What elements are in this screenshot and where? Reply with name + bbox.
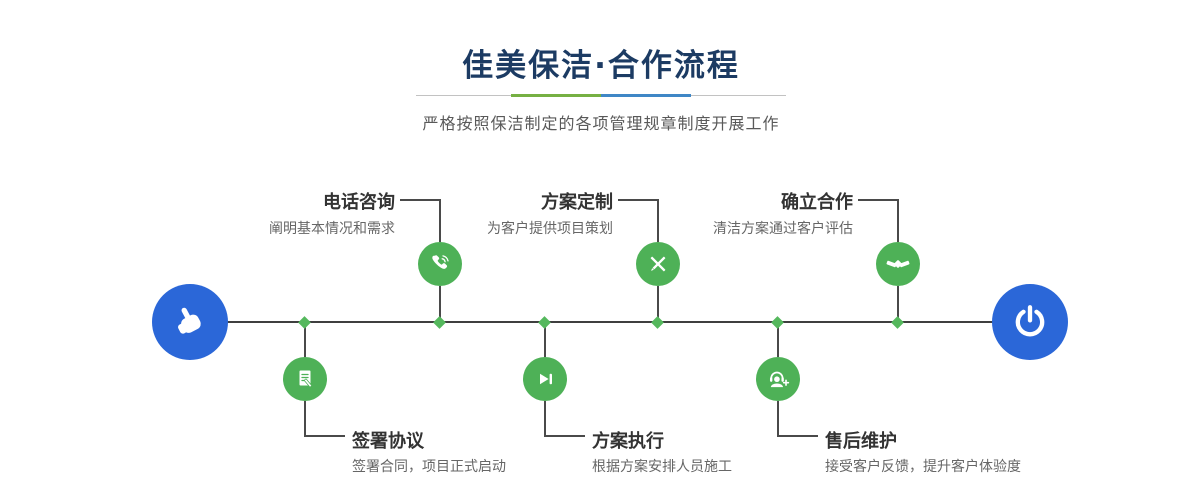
- step-title-establish-coop: 确立合作: [781, 192, 853, 213]
- connector-line: [777, 401, 779, 437]
- step-desc-establish-coop: 清洁方案通过客户评估: [713, 221, 853, 237]
- step-desc-sign-agreement: 签署合同，项目正式启动: [352, 459, 506, 475]
- underline-blue-segment: [601, 94, 691, 97]
- phone-icon: [432, 255, 449, 269]
- connector-line: [657, 199, 659, 242]
- step-title-sign-agreement: 签署协议: [352, 431, 424, 452]
- end-node: [992, 284, 1068, 360]
- connector-line: [618, 199, 658, 201]
- connector-line: [778, 435, 818, 437]
- step-title-phone-consult: 电话咨询: [323, 192, 395, 213]
- customer-service-icon: [769, 371, 790, 388]
- timeline-node-diamond: [771, 316, 784, 329]
- connector-line: [304, 401, 306, 437]
- design-pencil-icon: [650, 256, 666, 272]
- step-icon-circle-execute: [523, 357, 567, 401]
- connector-line: [544, 322, 546, 357]
- connector-line: [858, 199, 898, 201]
- step-title-plan-custom: 方案定制: [541, 192, 613, 213]
- step-icon-circle-phone: [418, 242, 462, 286]
- page-title: 佳美保洁·合作流程: [462, 48, 740, 84]
- pointer-hand-icon: [178, 307, 201, 334]
- contract-icon: [299, 370, 313, 388]
- step-icon-circle-design: [636, 242, 680, 286]
- timeline-node-diamond: [298, 316, 311, 329]
- step-title-after-sales: 售后维护: [825, 431, 897, 452]
- connector-line: [305, 435, 345, 437]
- step-title-plan-execute: 方案执行: [592, 431, 664, 452]
- step-icon-circle-service: [756, 357, 800, 401]
- timeline-node-diamond: [651, 316, 664, 329]
- play-execute-icon: [540, 373, 552, 385]
- connector-line: [897, 286, 899, 322]
- timeline-line: [190, 321, 1030, 323]
- handshake-icon: [886, 260, 910, 268]
- step-desc-phone-consult: 阐明基本情况和需求: [269, 221, 395, 237]
- page-subtitle: 严格按照保洁制定的各项管理规章制度开展工作: [422, 114, 780, 133]
- step-icon-circle-handshake: [876, 242, 920, 286]
- title-underline: [416, 93, 786, 98]
- connector-line: [777, 322, 779, 357]
- connector-line: [545, 435, 585, 437]
- underline-green-segment: [511, 94, 601, 97]
- timeline-node-diamond: [891, 316, 904, 329]
- step-desc-plan-custom: 为客户提供项目策划: [487, 221, 613, 237]
- connector-line: [400, 199, 440, 201]
- connector-line: [439, 199, 441, 242]
- power-icon: [1015, 305, 1045, 337]
- timeline-node-diamond: [538, 316, 551, 329]
- connector-line: [439, 286, 441, 322]
- step-desc-plan-execute: 根据方案安排人员施工: [592, 459, 732, 475]
- connector-line: [544, 401, 546, 437]
- connector-line: [657, 286, 659, 322]
- start-node: [152, 284, 228, 360]
- step-icon-circle-contract: [283, 357, 327, 401]
- step-desc-after-sales: 接受客户反馈，提升客户体验度: [825, 459, 1021, 475]
- connector-line: [304, 322, 306, 357]
- connector-line: [897, 199, 899, 242]
- timeline-node-diamond: [433, 316, 446, 329]
